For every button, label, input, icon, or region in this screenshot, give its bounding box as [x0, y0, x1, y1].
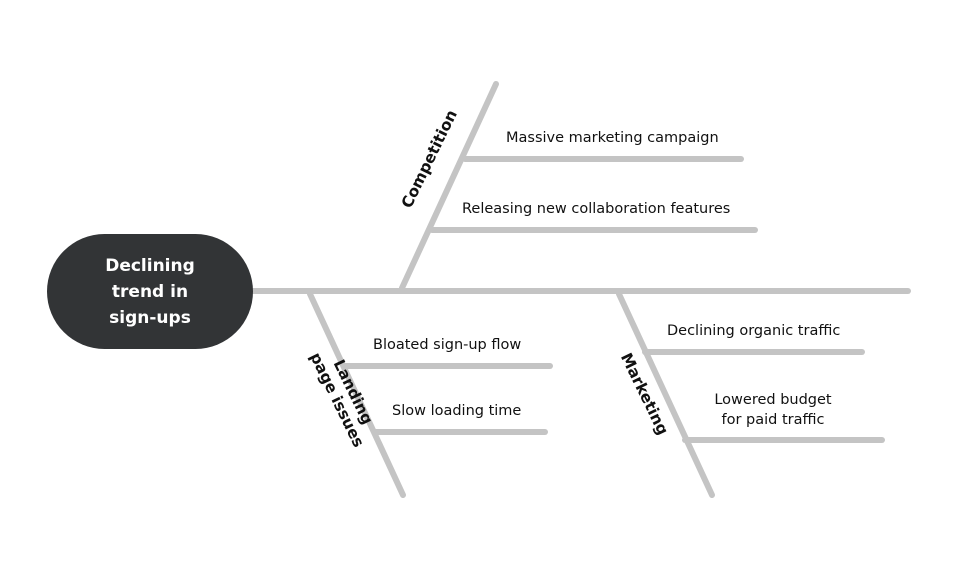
problem-head: Declining trend in sign-ups — [47, 234, 253, 349]
bone-marketing — [616, 291, 715, 498]
bone-competition — [399, 81, 499, 291]
cause-bloated-sign-up-flow: Bloated sign-up flow — [373, 337, 522, 353]
cause-slow-loading-time: Slow loading time — [392, 403, 522, 419]
bone-landing — [307, 291, 406, 498]
cause-releasing-collaboration-features: Releasing new collaboration features — [462, 201, 731, 217]
problem-label: Declining trend in sign-ups — [105, 255, 195, 328]
cause-declining-organic-traffic: Declining organic traffic — [667, 323, 841, 339]
cause-massive-marketing-campaign: Massive marketing campaign — [506, 130, 719, 146]
cause-lowered-budget-paid-traffic: Lowered budget for paid traffic — [714, 392, 832, 428]
